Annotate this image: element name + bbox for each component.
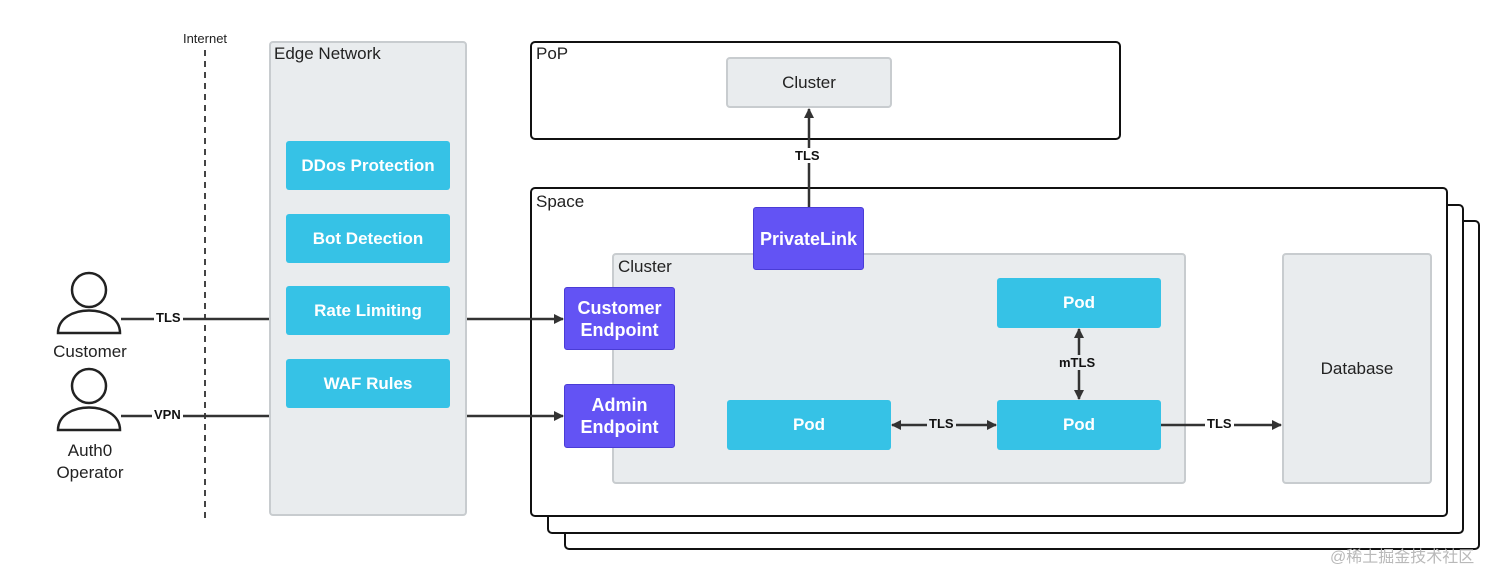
customer-icon	[56, 271, 122, 335]
space-title: Space	[536, 192, 585, 211]
pods-tls-label: TLS	[927, 416, 956, 431]
edge-network-panel	[269, 41, 467, 516]
admin-endpoint-box: Admin Endpoint	[564, 384, 675, 448]
rate-limiting-box: Rate Limiting	[286, 286, 450, 335]
database-box: Database	[1282, 253, 1432, 484]
privatelink-tls-label: TLS	[793, 148, 822, 163]
operator-label-line2: Operator	[56, 463, 124, 482]
watermark: @稀土掘金技术社区	[1330, 549, 1475, 566]
operator-label: Auth0 Operator	[40, 440, 140, 484]
operator-label-line1: Auth0	[67, 441, 113, 460]
operator-vpn-label: VPN	[152, 407, 183, 422]
ddos-protection-box: DDos Protection	[286, 141, 450, 190]
operator-icon	[56, 367, 122, 432]
pod-top: Pod	[997, 278, 1161, 328]
space-cluster-title: Cluster	[618, 257, 672, 276]
edge-network-title: Edge Network	[274, 44, 381, 63]
pod-left: Pod	[727, 400, 891, 450]
pod-right: Pod	[997, 400, 1161, 450]
pop-title: PoP	[536, 44, 569, 63]
pop-cluster-box: Cluster	[726, 57, 892, 108]
customer-endpoint-box: Customer Endpoint	[564, 287, 675, 350]
customer-label: Customer	[53, 342, 127, 361]
pods-mtls-label: mTLS	[1057, 355, 1098, 370]
bot-detection-box: Bot Detection	[286, 214, 450, 263]
db-tls-label: TLS	[1205, 416, 1234, 431]
privatelink-box: PrivateLink	[753, 207, 864, 270]
waf-rules-box: WAF Rules	[286, 359, 450, 408]
internet-label: Internet	[182, 31, 228, 46]
customer-tls-label: TLS	[154, 310, 183, 325]
